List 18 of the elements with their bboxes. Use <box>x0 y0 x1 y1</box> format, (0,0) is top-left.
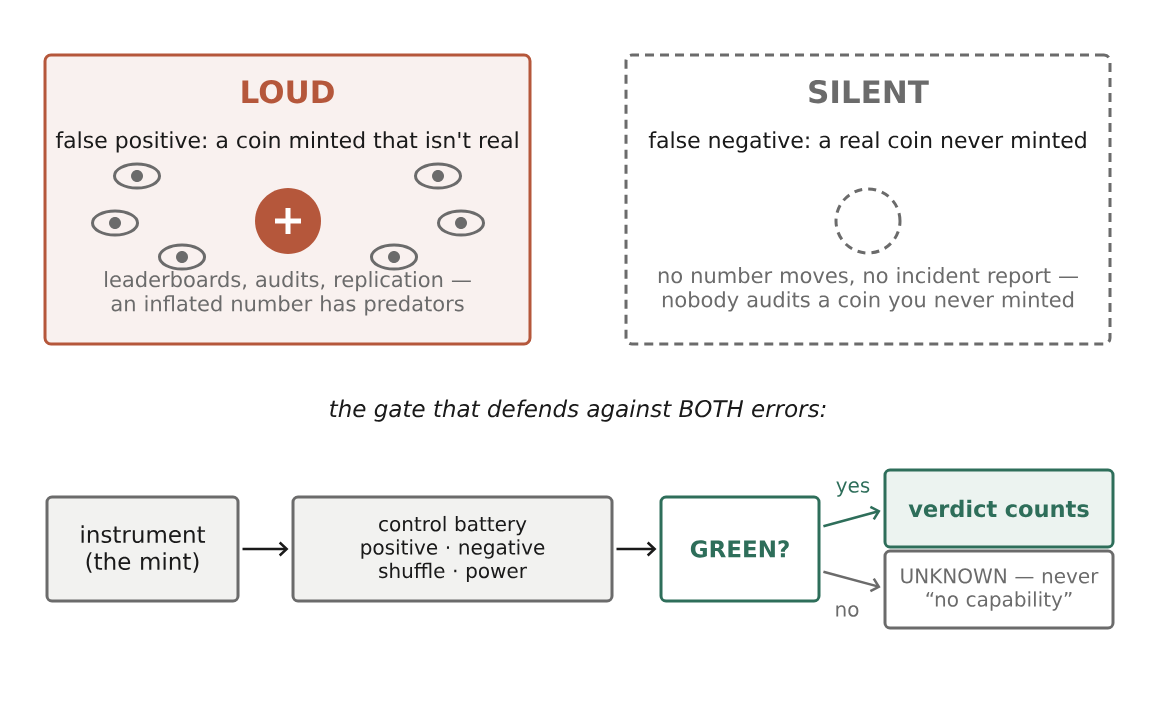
title: the gate that defends against BOTH errors: <box>330 399 826 422</box>
process-box: control battery positive · negative shuffle · power <box>291 495 614 603</box>
process-box: instrument (the mint) <box>45 495 240 603</box>
heading: LOUD <box>242 80 334 104</box>
edge-label: no <box>833 603 861 619</box>
note: no number moves, no incident report — nobody audits a coin you never minted <box>658 267 1078 312</box>
note: leaderboards, audits, replication — an inflated number has predators <box>105 271 471 316</box>
outcome-box: verdict counts <box>883 468 1115 549</box>
decision-box: GREEN? <box>659 495 821 603</box>
outcome-box: UNKNOWN — never “no capability” <box>883 549 1115 630</box>
description: false negative: a real coin never minted <box>648 131 1086 153</box>
arrow <box>616 541 657 557</box>
edge-label: yes <box>834 480 872 498</box>
arrow <box>823 570 881 593</box>
description: false positive: a coin minted that isn't real <box>55 131 518 153</box>
arrow <box>823 505 881 528</box>
heading: SILENT <box>809 80 929 104</box>
arrow <box>242 541 289 557</box>
